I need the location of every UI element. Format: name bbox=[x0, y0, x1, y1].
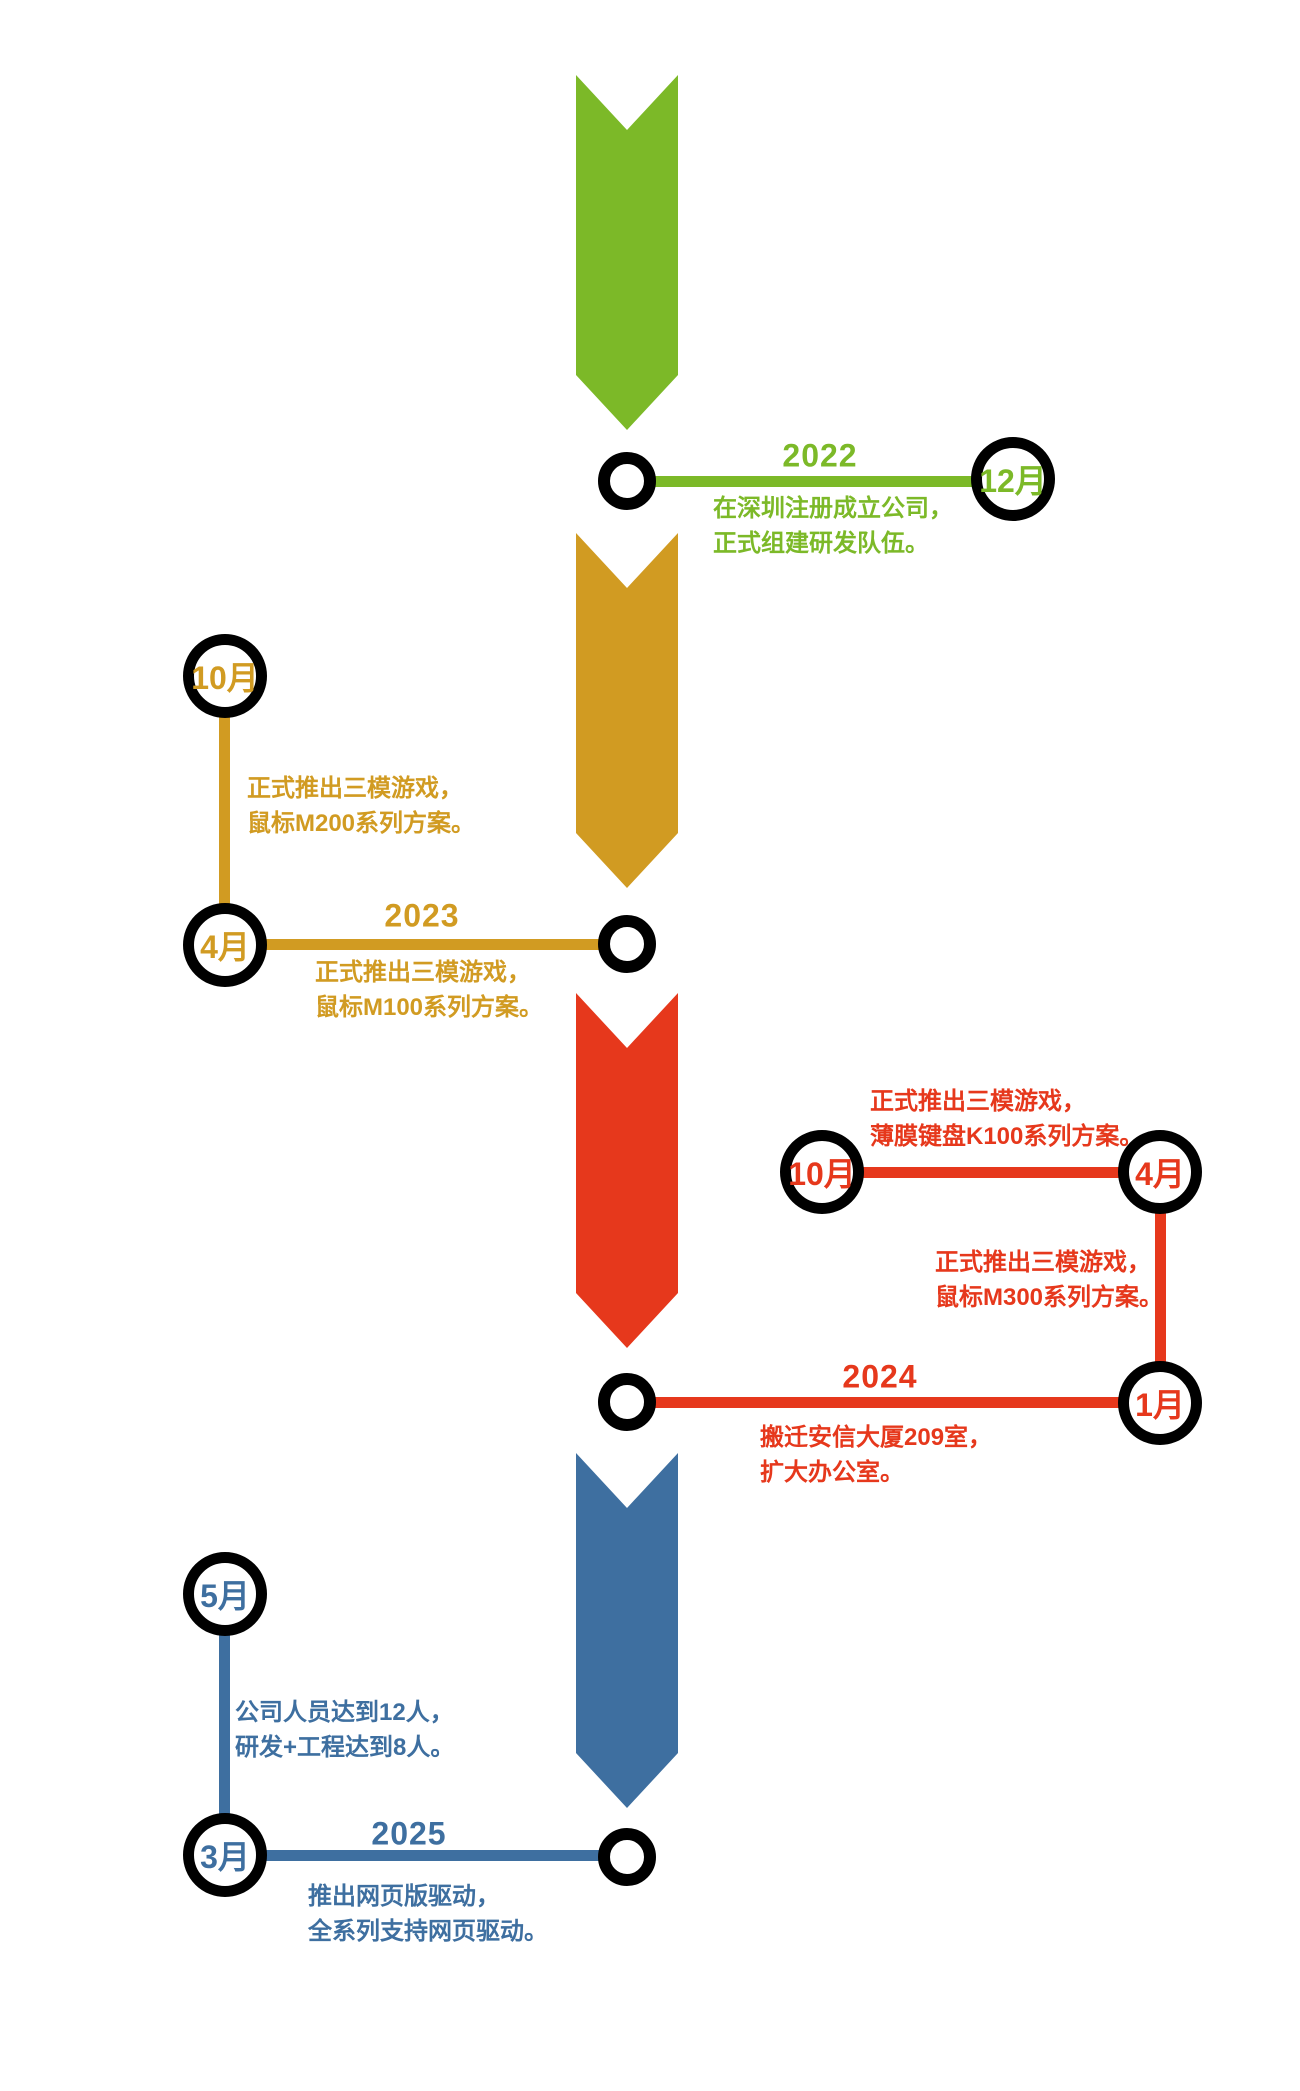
chevron-arrow-2022 bbox=[576, 75, 678, 430]
month-label: 3月 bbox=[200, 1839, 250, 1875]
connector-2024-line bbox=[627, 1397, 1160, 1408]
month-node-2025-may: 5月 bbox=[183, 1552, 267, 1636]
connector-2022-line bbox=[627, 476, 1013, 487]
event-desc-2022-dec: 在深圳注册成立公司， 正式组建研发队伍。 bbox=[713, 491, 953, 561]
chevron-arrow-2024 bbox=[576, 993, 678, 1348]
event-desc-2024-apr: 正式推出三模游戏， 鼠标M300系列方案。 bbox=[935, 1245, 1163, 1315]
desc-line: 全系列支持网页驱动。 bbox=[308, 1918, 548, 1945]
month-node-2024-jan: 1月 bbox=[1118, 1361, 1202, 1445]
month-node-2024-oct: 10月 bbox=[780, 1130, 864, 1214]
event-desc-2023-apr: 正式推出三模游戏， 鼠标M100系列方案。 bbox=[315, 955, 543, 1025]
desc-line: 研发+工程达到8人。 bbox=[235, 1734, 455, 1761]
desc-line: 正式推出三模游戏， bbox=[870, 1088, 1086, 1115]
desc-line: 薄膜键盘K100系列方案。 bbox=[870, 1123, 1144, 1150]
chevron-arrow-2023 bbox=[576, 533, 678, 888]
event-desc-2023-oct: 正式推出三模游戏， 鼠标M200系列方案。 bbox=[247, 771, 475, 841]
desc-line: 扩大办公室。 bbox=[760, 1459, 904, 1486]
desc-line: 推出网页版驱动， bbox=[308, 1883, 500, 1910]
desc-line: 公司人员达到12人， bbox=[235, 1699, 454, 1726]
axis-dot-2022 bbox=[598, 452, 656, 510]
month-node-2022-dec: 12月 bbox=[971, 437, 1055, 521]
connector-2024-oct-apr bbox=[822, 1167, 1160, 1178]
month-node-2023-apr: 4月 bbox=[183, 903, 267, 987]
desc-line: 正式组建研发队伍。 bbox=[713, 530, 929, 557]
event-desc-2025-mar: 推出网页版驱动， 全系列支持网页驱动。 bbox=[308, 1879, 548, 1949]
connector-2025-vertical bbox=[219, 1594, 230, 1856]
connector-2025-line bbox=[225, 1850, 627, 1861]
desc-line: 正式推出三模游戏， bbox=[315, 959, 531, 986]
month-node-2024-apr: 4月 bbox=[1118, 1130, 1202, 1214]
event-desc-2025-may: 公司人员达到12人， 研发+工程达到8人。 bbox=[235, 1695, 454, 1765]
desc-line: 正式推出三模游戏， bbox=[247, 775, 463, 802]
event-desc-2024-jan: 搬迁安信大厦209室， 扩大办公室。 bbox=[760, 1420, 992, 1490]
connector-2024-vertical bbox=[1155, 1172, 1166, 1403]
axis-dot-2023 bbox=[598, 915, 656, 973]
year-label-2024: 2024 bbox=[842, 1358, 918, 1395]
desc-line: 搬迁安信大厦209室， bbox=[760, 1424, 993, 1451]
month-label: 5月 bbox=[200, 1578, 250, 1614]
month-node-2023-oct: 10月 bbox=[183, 634, 267, 718]
connector-2023-vertical bbox=[219, 676, 230, 944]
desc-line: 鼠标M300系列方案。 bbox=[935, 1284, 1164, 1311]
axis-dot-2025 bbox=[598, 1828, 656, 1886]
year-label-2025: 2025 bbox=[371, 1815, 447, 1852]
year-label-2023: 2023 bbox=[384, 897, 460, 934]
month-node-2025-mar: 3月 bbox=[183, 1813, 267, 1897]
desc-line: 在深圳注册成立公司， bbox=[713, 495, 953, 522]
month-label: 4月 bbox=[200, 929, 250, 965]
desc-line: 鼠标M100系列方案。 bbox=[315, 994, 544, 1021]
month-label: 4月 bbox=[1135, 1156, 1185, 1192]
event-desc-2024-oct: 正式推出三模游戏， 薄膜键盘K100系列方案。 bbox=[870, 1084, 1143, 1154]
year-label-2022: 2022 bbox=[782, 437, 858, 474]
month-label: 12月 bbox=[979, 463, 1047, 499]
month-label: 10月 bbox=[788, 1156, 856, 1192]
connector-2023-line bbox=[225, 939, 627, 950]
desc-line: 正式推出三模游戏， bbox=[935, 1249, 1151, 1276]
month-label: 10月 bbox=[191, 660, 259, 696]
month-label: 1月 bbox=[1135, 1387, 1185, 1423]
axis-dot-2024 bbox=[598, 1373, 656, 1431]
desc-line: 鼠标M200系列方案。 bbox=[247, 810, 476, 837]
chevron-arrow-2025 bbox=[576, 1453, 678, 1808]
